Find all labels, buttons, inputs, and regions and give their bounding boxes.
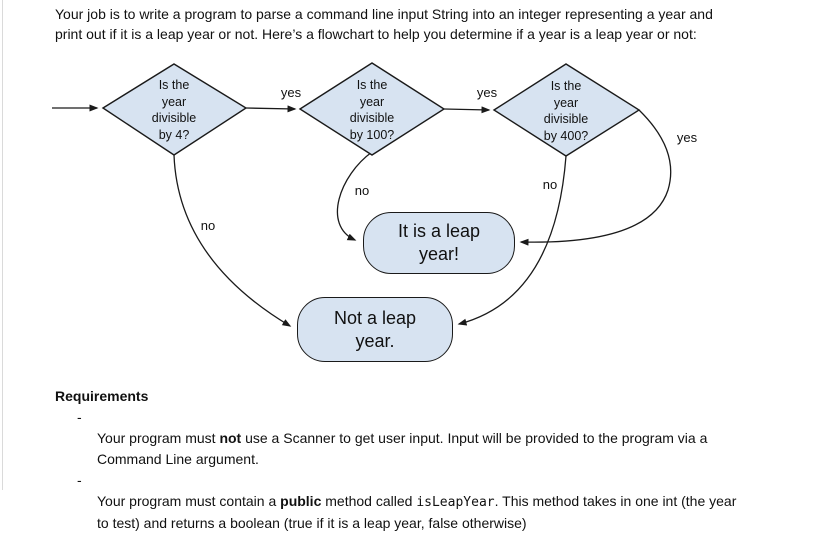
requirements-section: Requirements -Your program must not use … [55,386,795,534]
edge-no-d1-notleap [173,154,292,327]
bullet-dash: - [77,472,82,488]
req1-text-bold: not [219,430,242,446]
leap-year-flowchart: Is the year divisible by 4? Is the year … [0,55,817,375]
decision-divisible-by-400 [492,63,641,157]
decision-label-by-400: Is the year divisible by 400? [543,79,589,143]
decision-label-by-4: Is the year divisible by 4? [151,78,197,142]
terminal-leap-year: It is a leap year! [363,212,515,274]
req2-text-mid: method called [321,493,417,509]
requirements-heading: Requirements [55,388,149,404]
requirement-item-2: -Your program must contain a public meth… [55,470,795,534]
edge-yes-d1-d2 [245,105,297,113]
edge-label-yes-3: yes [676,130,698,145]
edge-yes-d2-d3 [443,106,491,114]
page-left-edge [2,0,3,490]
edge-no-d3-notleap [457,155,567,326]
bullet-dash: - [77,409,82,425]
req2-method-name-code: isLeapYear [416,495,495,510]
intro-paragraph: Your job is to write a program to parse … [55,6,713,42]
edge-label-yes-1: yes [280,85,302,100]
req2-text-bold: public [280,493,322,509]
req1-text-post: use a Scanner to get user input. Input w… [97,430,708,467]
decision-divisible-by-4 [101,63,248,156]
terminal-not-leap-year: Not a leap year. [297,297,453,362]
edge-yes-d3-leap [519,109,672,246]
edge-label-yes-2: yes [476,85,498,100]
decision-label-by-100: Is the year divisible by 100? [349,78,395,142]
decision-divisible-by-100 [298,62,446,156]
edge-label-no-3: no [542,177,558,192]
requirement-item-1: -Your program must not use a Scanner to … [55,407,795,470]
edge-no-d2-leap [336,151,373,241]
req1-text-pre: Your program must [97,430,220,446]
edge-label-no-1: no [200,218,216,233]
flowchart-canvas [52,62,672,327]
edge-label-no-2: no [354,183,370,198]
req2-text-pre: Your program must contain a [97,493,281,509]
